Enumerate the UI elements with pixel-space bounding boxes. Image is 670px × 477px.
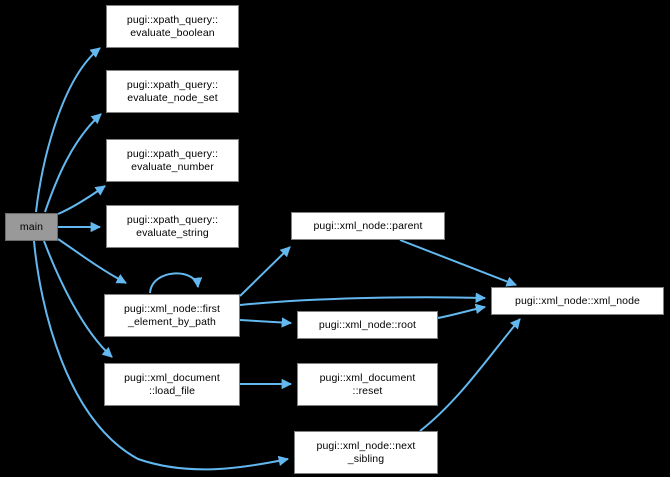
edge-main-to-evaluate_boolean: [35, 47, 101, 213]
node-evaluate-number-label: pugi::xpath_query:: evaluate_number: [126, 148, 219, 173]
node-evaluate-node-set-label: pugi::xpath_query:: evaluate_node_set: [126, 79, 219, 104]
node-xml-node-constructor-label: pugi::xml_node::xml_node: [515, 294, 640, 307]
edge-main-to-load_file: [43, 240, 113, 358]
edge-main-to-next_sibling: [33, 240, 290, 471]
edge-first_element_by_path-self-loop: [149, 272, 203, 294]
edge-main-to-evaluate_node_set: [44, 113, 102, 213]
node-root-label: pugi::xml_node::root: [318, 318, 417, 331]
node-next-sibling[interactable]: pugi::xml_node::next _sibling: [294, 431, 438, 474]
edge-parent-to-xml_node_ctor: [399, 239, 517, 287]
node-evaluate-string[interactable]: pugi::xpath_query:: evaluate_string: [106, 205, 239, 248]
node-reset-label: pugi::xml_document ::reset: [319, 372, 416, 397]
edge-main-to-evaluate_number: [57, 185, 106, 215]
node-xml-node-constructor[interactable]: pugi::xml_node::xml_node: [491, 287, 664, 315]
node-load-file-label: pugi::xml_document ::load_file: [124, 372, 220, 397]
node-first-element-by-path-label: pugi::xml_node::first _element_by_path: [123, 303, 221, 328]
edge-first_element_by_path-to-root: [239, 317, 293, 328]
node-parent[interactable]: pugi::xml_node::parent: [291, 212, 445, 240]
edge-first_element_by_path-to-xml_node_ctor: [239, 292, 487, 306]
node-evaluate-string-label: pugi::xpath_query:: evaluate_string: [126, 214, 219, 239]
node-load-file[interactable]: pugi::xml_document ::load_file: [104, 363, 240, 406]
node-evaluate-node-set[interactable]: pugi::xpath_query:: evaluate_node_set: [106, 70, 239, 113]
node-root[interactable]: pugi::xml_node::root: [297, 311, 438, 339]
node-next-sibling-label: pugi::xml_node::next _sibling: [316, 440, 416, 465]
node-first-element-by-path[interactable]: pugi::xml_node::first _element_by_path: [104, 294, 240, 337]
node-evaluate-boolean[interactable]: pugi::xpath_query:: evaluate_boolean: [106, 5, 239, 48]
edge-first_element_by_path-to-parent: [239, 246, 291, 297]
node-evaluate-number[interactable]: pugi::xpath_query:: evaluate_number: [106, 139, 239, 182]
edge-root-to-xml_node_ctor: [437, 303, 487, 319]
node-main-label: main: [19, 220, 44, 233]
node-parent-label: pugi::xml_node::parent: [313, 219, 423, 232]
node-evaluate-boolean-label: pugi::xpath_query:: evaluate_boolean: [126, 14, 219, 39]
node-reset[interactable]: pugi::xml_document ::reset: [297, 363, 438, 406]
node-main[interactable]: main: [5, 213, 58, 241]
